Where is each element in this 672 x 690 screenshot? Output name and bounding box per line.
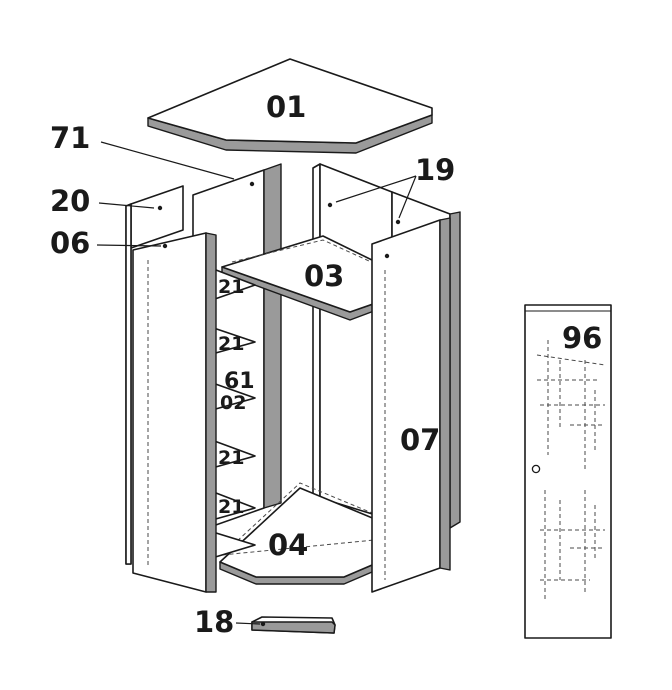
label-04: 04 (268, 528, 308, 562)
door-96 (524, 304, 612, 639)
part-labels: 01 71 19 20 06 03 96 07 04 18 61 02 21 2… (50, 90, 602, 639)
label-01: 01 (266, 90, 306, 124)
front-panel-07 (371, 217, 451, 593)
label-07: 07 (400, 423, 440, 457)
label-71: 71 (50, 121, 90, 155)
side-panel-20 (125, 185, 184, 565)
label-03: 03 (304, 259, 344, 293)
top-panel-01 (147, 58, 433, 154)
leader-lines (96, 141, 417, 625)
label-21-shelf-5: 21 (218, 496, 244, 518)
label-61: 61 (224, 369, 255, 394)
label-02: 02 (220, 392, 246, 414)
front-panel-06 (132, 232, 217, 593)
label-21-shelf-4: 21 (218, 447, 244, 469)
label-21-shelf-2: 21 (218, 333, 244, 355)
label-21-shelf-1: 21 (218, 276, 244, 298)
label-96: 96 (562, 321, 602, 355)
label-18: 18 (194, 605, 234, 639)
label-19: 19 (415, 153, 455, 187)
door-knob-icon (531, 464, 541, 474)
plinth-18 (251, 616, 336, 634)
label-20: 20 (50, 184, 90, 218)
label-06: 06 (50, 226, 90, 260)
